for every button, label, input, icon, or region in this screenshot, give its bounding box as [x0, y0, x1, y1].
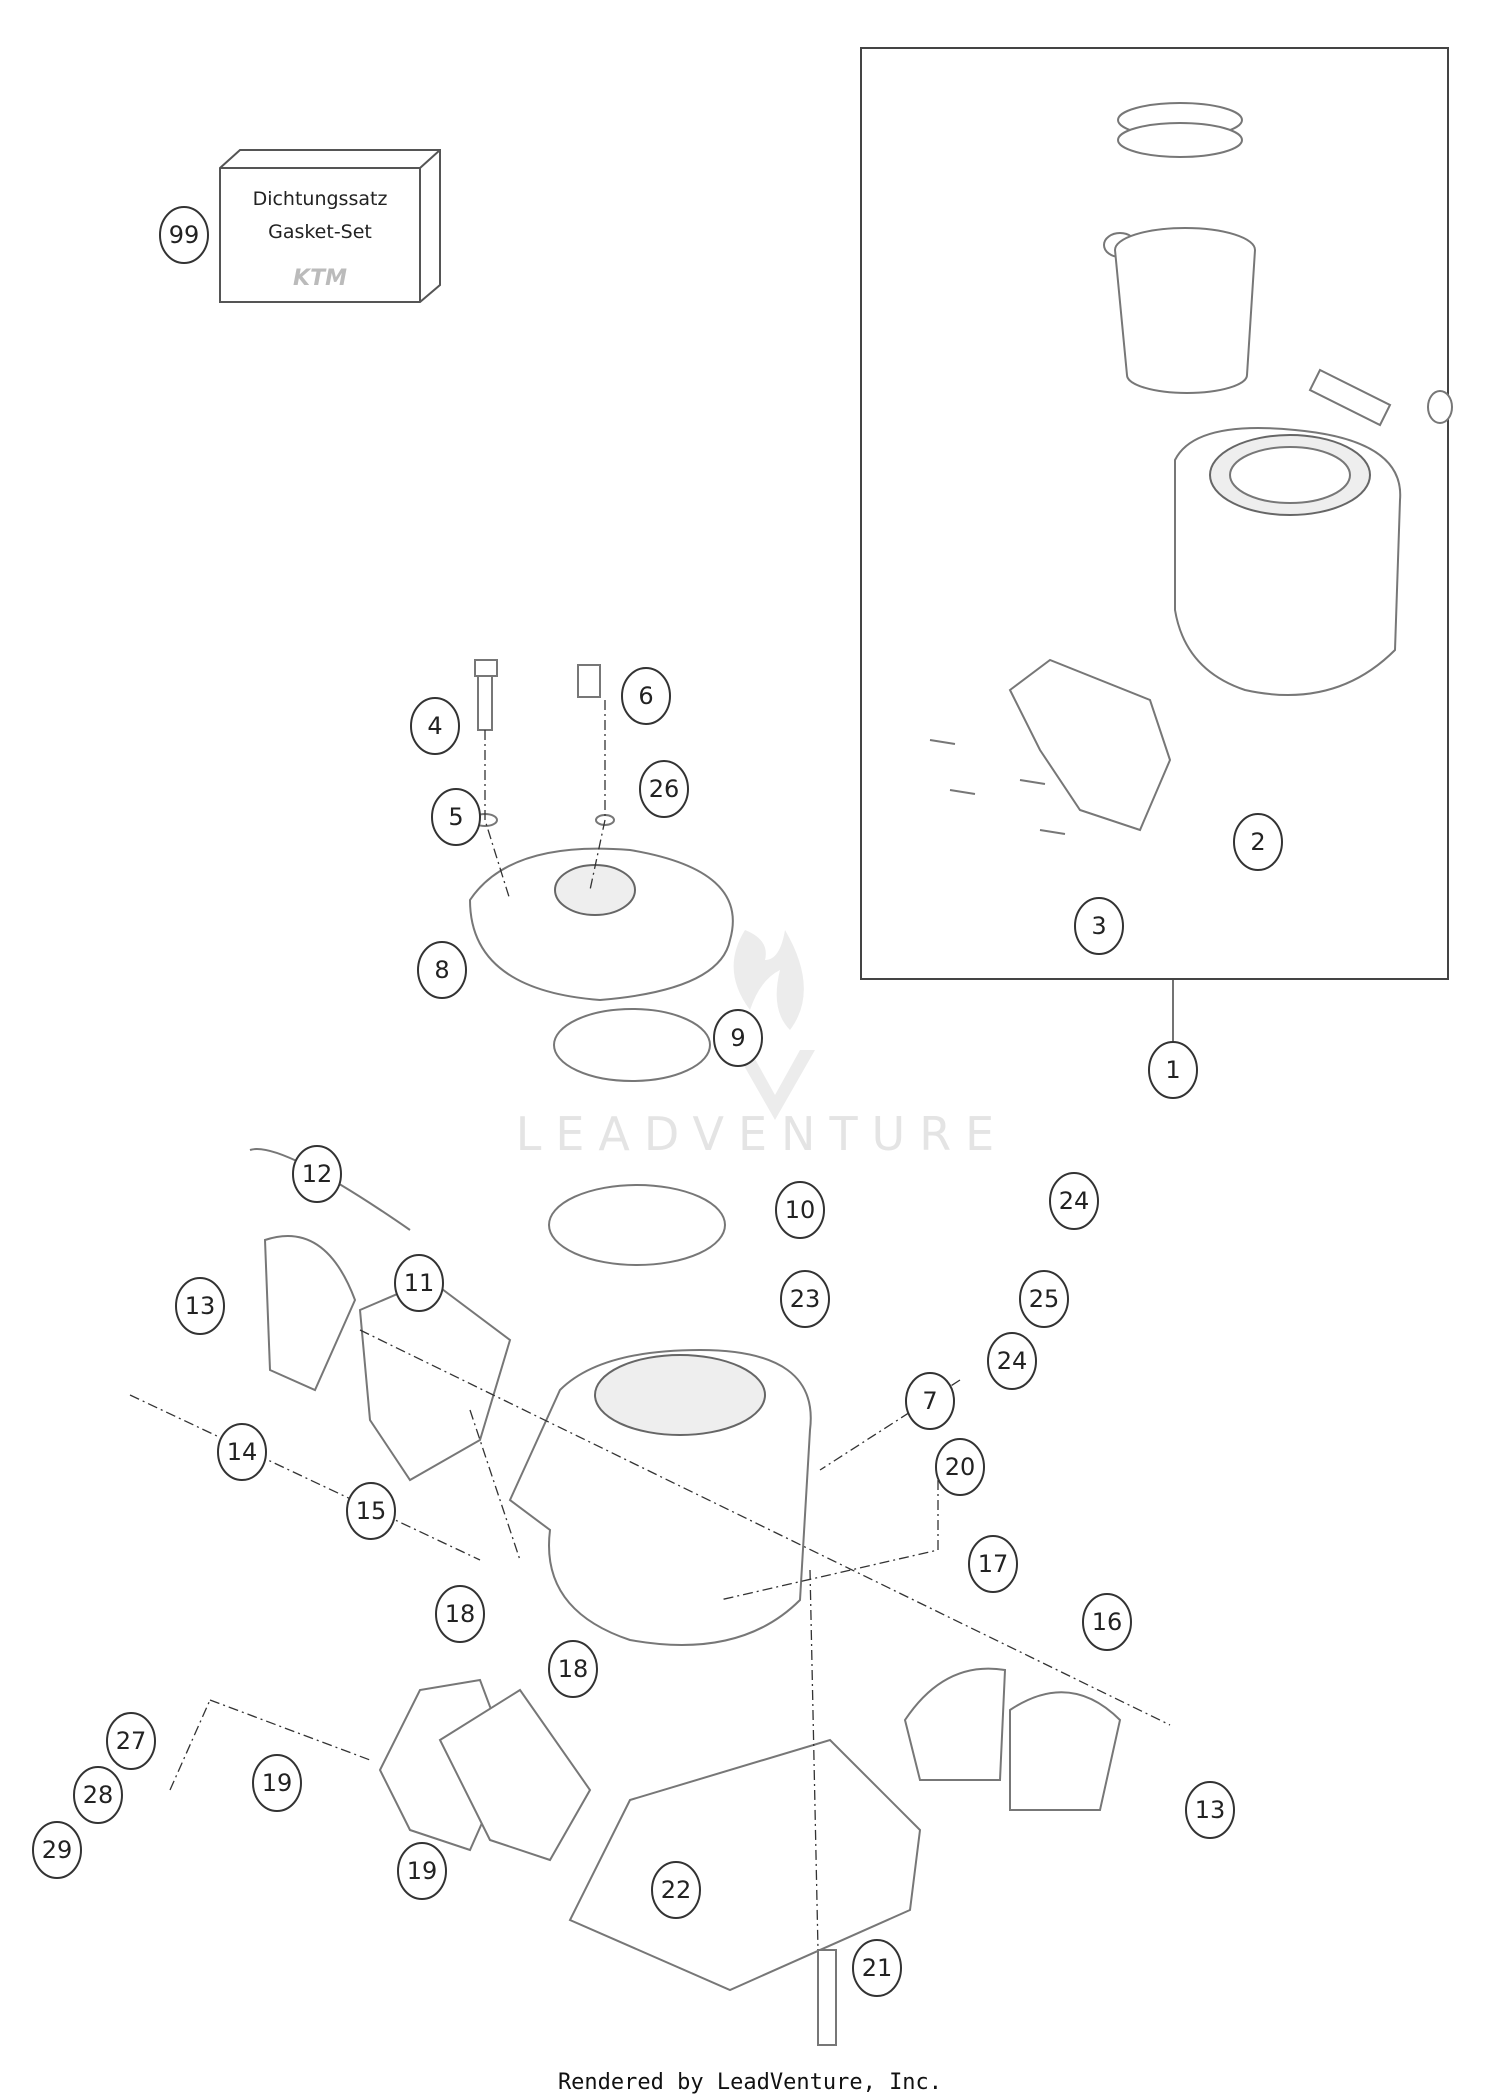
kit-label-1: Dichtungssatz [253, 188, 388, 210]
footer-credit: Rendered by LeadVenture, Inc. [557, 2070, 943, 2095]
callout-24[interactable]: 24 [987, 1332, 1037, 1390]
svg-text:11: 11 [404, 1269, 435, 1297]
callout-6[interactable]: 6 [621, 667, 671, 725]
svg-text:5: 5 [448, 803, 463, 831]
svg-text:2: 2 [1250, 828, 1265, 856]
svg-text:4: 4 [427, 712, 442, 740]
svg-text:3: 3 [1091, 912, 1106, 940]
svg-text:27: 27 [116, 1727, 147, 1755]
svg-text:99: 99 [169, 221, 200, 249]
callout-20[interactable]: 20 [935, 1438, 985, 1496]
svg-text:20: 20 [945, 1453, 976, 1481]
callout-18[interactable]: 18 [548, 1640, 598, 1698]
callout-19[interactable]: 19 [397, 1842, 447, 1900]
svg-text:19: 19 [407, 1857, 438, 1885]
svg-text:17: 17 [978, 1550, 1009, 1578]
callout-99[interactable]: 99 [159, 206, 209, 264]
ktm-logo: KTM [293, 266, 347, 291]
svg-text:1: 1 [1165, 1056, 1180, 1084]
svg-text:13: 13 [185, 1292, 216, 1320]
callout-29[interactable]: 29 [32, 1821, 82, 1879]
callout-21[interactable]: 21 [852, 1939, 902, 1997]
svg-text:28: 28 [83, 1781, 114, 1809]
callout-11[interactable]: 11 [394, 1254, 444, 1312]
svg-text:16: 16 [1092, 1608, 1123, 1636]
cylinder-kit-frame [860, 47, 1449, 980]
svg-text:25: 25 [1029, 1285, 1060, 1313]
svg-text:26: 26 [649, 775, 680, 803]
svg-text:7: 7 [922, 1387, 937, 1415]
callout-18[interactable]: 18 [435, 1585, 485, 1643]
svg-text:29: 29 [42, 1836, 73, 1864]
callouts: 99 1 2 3 4 5 6 26 8 9 10 12 11 13 14 15 … [32, 206, 1283, 1997]
kit-parts [929, 102, 1453, 835]
callout-19[interactable]: 19 [252, 1754, 302, 1812]
svg-text:13: 13 [1195, 1796, 1226, 1824]
svg-text:24: 24 [997, 1347, 1028, 1375]
callout-17[interactable]: 17 [968, 1535, 1018, 1593]
callout-10[interactable]: 10 [775, 1181, 825, 1239]
watermark-text: LEADVENTURE [516, 1107, 1009, 1161]
svg-text:18: 18 [445, 1600, 476, 1628]
callout-3[interactable]: 3 [1074, 897, 1124, 955]
svg-text:8: 8 [434, 956, 449, 984]
svg-text:9: 9 [730, 1024, 745, 1052]
callout-4[interactable]: 4 [410, 697, 460, 755]
watermark-logo [733, 930, 815, 1120]
callout-13[interactable]: 13 [1185, 1781, 1235, 1839]
callout-25[interactable]: 25 [1019, 1270, 1069, 1328]
svg-text:21: 21 [862, 1954, 893, 1982]
svg-text:10: 10 [785, 1196, 816, 1224]
svg-text:12: 12 [302, 1160, 333, 1188]
callout-27[interactable]: 27 [106, 1712, 156, 1770]
callout-28[interactable]: 28 [73, 1766, 123, 1824]
callout-22[interactable]: 22 [651, 1861, 701, 1919]
callout-8[interactable]: 8 [417, 941, 467, 999]
callout-12[interactable]: 12 [292, 1145, 342, 1203]
callout-13[interactable]: 13 [175, 1277, 225, 1335]
kit-label-2: Gasket-Set [268, 221, 372, 243]
callout-24[interactable]: 24 [1049, 1172, 1099, 1230]
svg-text:24: 24 [1059, 1187, 1090, 1215]
svg-text:22: 22 [661, 1876, 692, 1904]
callout-26[interactable]: 26 [639, 760, 689, 818]
callout-23[interactable]: 23 [780, 1270, 830, 1328]
callout-2[interactable]: 2 [1233, 813, 1283, 871]
callout-16[interactable]: 16 [1082, 1593, 1132, 1651]
svg-text:15: 15 [356, 1497, 387, 1525]
callout-5[interactable]: 5 [431, 788, 481, 846]
svg-text:19: 19 [262, 1769, 293, 1797]
callout-9[interactable]: 9 [713, 1009, 763, 1067]
svg-text:18: 18 [558, 1655, 589, 1683]
callout-14[interactable]: 14 [217, 1423, 267, 1481]
svg-text:23: 23 [790, 1285, 821, 1313]
callout-7[interactable]: 7 [905, 1372, 955, 1430]
callout-1[interactable]: 1 [1148, 1041, 1198, 1099]
svg-text:14: 14 [227, 1438, 258, 1466]
callout-15[interactable]: 15 [346, 1482, 396, 1540]
main-parts [249, 659, 1122, 2046]
gasket-set-box: Dichtungssatz Gasket-Set KTM [219, 149, 441, 303]
svg-text:6: 6 [638, 682, 653, 710]
